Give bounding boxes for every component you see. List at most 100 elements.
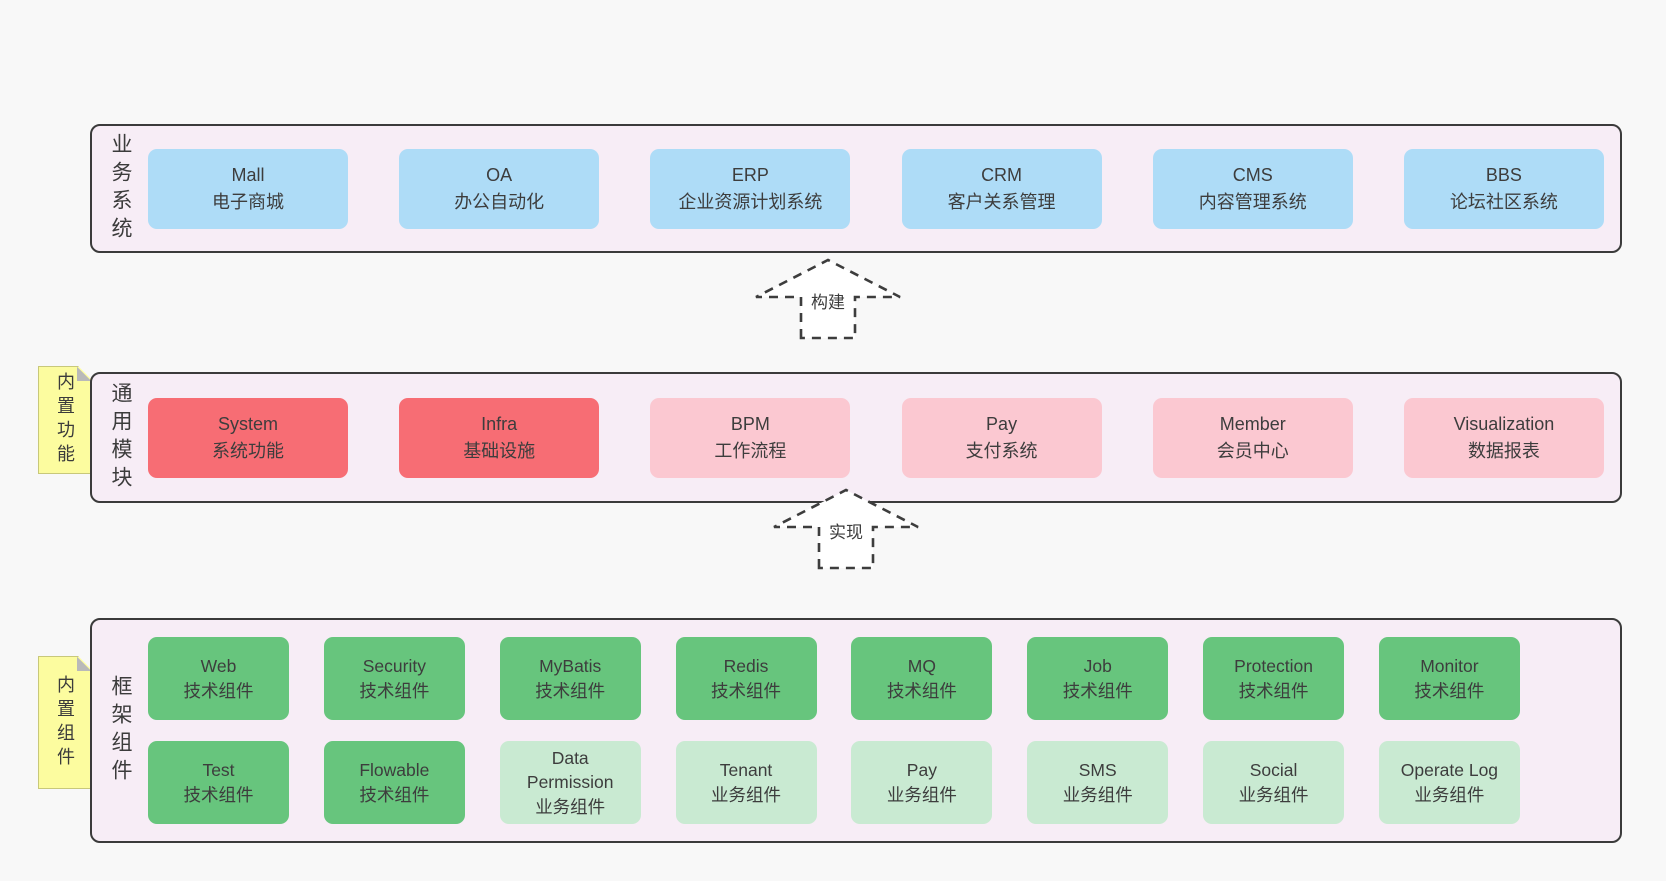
module-name: MQ	[907, 656, 936, 677]
module-name: SMS	[1078, 760, 1117, 781]
folded-corner-icon	[77, 367, 91, 381]
module-row: Mall 电子商城 OA 办公自动化 ERP 企业资源计划系统 CRM 客户关系…	[148, 148, 1604, 229]
module-name: Visualization	[1453, 413, 1555, 434]
module-subtitle: 技术组件	[183, 784, 254, 805]
module-subtitle: 电子商城	[212, 191, 284, 212]
band-rows: System 系统功能 Infra 基础设施 BPM 工作流程 Pay 支付系统…	[148, 374, 1604, 501]
module-subtitle: 技术组件	[886, 680, 957, 701]
module-name: Redis	[723, 656, 769, 677]
box-member: Member 会员中心	[1152, 397, 1353, 478]
box-job: Job 技术组件	[1027, 637, 1169, 720]
module-subtitle: 技术组件	[535, 680, 606, 701]
folded-corner-icon	[77, 657, 91, 671]
module-name: BPM	[730, 413, 770, 434]
module-subtitle: 技术组件	[711, 680, 782, 701]
sticky-note-text: 内置功能	[55, 372, 75, 468]
band-rows: Mall 电子商城 OA 办公自动化 ERP 企业资源计划系统 CRM 客户关系…	[148, 126, 1604, 251]
module-name: BBS	[1485, 164, 1522, 185]
box-mybatis: MyBatis 技术组件	[499, 637, 641, 720]
module-name: Member	[1219, 413, 1286, 434]
box-test: Test 技术组件	[148, 741, 289, 824]
band-label-framework-components: 框架组件	[109, 674, 132, 787]
module-row: System 系统功能 Infra 基础设施 BPM 工作流程 Pay 支付系统…	[148, 397, 1604, 478]
module-name: CRM	[981, 164, 1023, 185]
module-name: Pay	[906, 760, 937, 781]
module-subtitle: 技术组件	[1238, 680, 1309, 701]
box-crm: CRM 客户关系管理	[901, 148, 1102, 229]
box-monitor: Monitor 技术组件	[1378, 637, 1520, 720]
module-subtitle: 支付系统	[965, 440, 1038, 461]
module-name: Job	[1083, 656, 1112, 677]
module-subtitle: 技术组件	[1414, 680, 1485, 701]
arrow-implement-label: 实现	[826, 518, 866, 543]
module-subtitle: 业务组件	[535, 796, 606, 817]
band-label-business-systems: 业务系统	[109, 132, 132, 245]
band-rows: Web 技术组件 Security 技术组件 MyBatis 技术组件 Redi…	[148, 620, 1604, 841]
module-name: Tenant	[719, 760, 773, 781]
module-subtitle: 业务组件	[1062, 784, 1133, 805]
box-tenant: Tenant 业务组件	[675, 741, 817, 824]
module-subtitle: 业务组件	[711, 784, 782, 805]
module-subtitle: 业务组件	[1414, 784, 1485, 805]
box-cms: CMS 内容管理系统	[1152, 148, 1353, 229]
band-business-systems: 业务系统 Mall 电子商城 OA 办公自动化 ERP 企业资源计划系统 CRM…	[90, 124, 1622, 253]
module-name: Test	[202, 760, 235, 781]
module-name: Protection	[1234, 656, 1313, 677]
box-social: Social 业务组件	[1203, 741, 1345, 824]
module-subtitle: 论坛社区系统	[1449, 191, 1558, 212]
box-mq: MQ 技术组件	[851, 637, 993, 720]
module-name: CMS	[1232, 164, 1273, 185]
module-subtitle: 会员中心	[1216, 440, 1289, 461]
box-sms: SMS 业务组件	[1027, 741, 1169, 824]
box-system: System 系统功能	[148, 397, 348, 478]
module-subtitle: 内容管理系统	[1198, 191, 1307, 212]
module-subtitle: 技术组件	[359, 680, 430, 701]
box-erp: ERP 企业资源计划系统	[650, 148, 851, 229]
box-web: Web 技术组件	[148, 637, 289, 720]
box-pay: Pay 业务组件	[851, 741, 993, 824]
module-name: Flowable	[359, 760, 430, 781]
module-name: System	[217, 413, 278, 434]
module-subtitle: 业务组件	[886, 784, 957, 805]
module-name: Security	[362, 656, 426, 677]
band-framework-components: 框架组件 Web 技术组件 Security 技术组件 MyBatis 技术组件…	[90, 618, 1622, 843]
module-subtitle: 办公自动化	[454, 191, 545, 212]
module-subtitle: 客户关系管理	[947, 191, 1056, 212]
band-label-common-modules: 通用模块	[109, 381, 132, 494]
module-subtitle: 技术组件	[359, 784, 430, 805]
module-subtitle: 企业资源计划系统	[678, 191, 823, 212]
module-name: Social	[1249, 760, 1298, 781]
arrow-implement: 实现	[771, 487, 921, 571]
box-bpm: BPM 工作流程	[650, 397, 851, 478]
box-oa: OA 办公自动化	[399, 148, 600, 229]
module-subtitle: 技术组件	[1062, 680, 1133, 701]
band-common-modules: 通用模块 System 系统功能 Infra 基础设施 BPM 工作流程 Pay…	[90, 372, 1622, 503]
sticky-note-builtin-features: 内置功能	[38, 366, 92, 474]
module-name: Operate Log	[1400, 760, 1499, 781]
box-mall: Mall 电子商城	[148, 148, 348, 229]
module-name: MyBatis	[539, 656, 602, 677]
module-row: Test 技术组件 Flowable 技术组件 Data Permission …	[148, 741, 1604, 824]
module-name: Monitor	[1420, 656, 1479, 677]
module-subtitle: 业务组件	[1238, 784, 1309, 805]
box-visualization: Visualization 数据报表	[1403, 397, 1604, 478]
module-name: Pay	[986, 413, 1018, 434]
module-subtitle: 工作流程	[714, 440, 787, 461]
box-bbs: BBS 论坛社区系统	[1403, 148, 1604, 229]
module-name: OA	[486, 164, 513, 185]
module-subtitle: 基础设施	[463, 440, 536, 461]
arrow-build-label: 构建	[808, 288, 848, 313]
box-pay: Pay 支付系统	[901, 397, 1102, 478]
box-data-permission: Data Permission 业务组件	[499, 741, 641, 824]
sticky-note-builtin-components: 内置组件	[38, 656, 92, 789]
module-name: Infra	[481, 413, 518, 434]
module-name: Data Permission	[526, 748, 614, 793]
box-protection: Protection 技术组件	[1203, 637, 1345, 720]
box-infra: Infra 基础设施	[399, 397, 600, 478]
box-security: Security 技术组件	[323, 637, 465, 720]
module-name: Web	[200, 656, 237, 677]
module-subtitle: 数据报表	[1467, 440, 1540, 461]
box-flowable: Flowable 技术组件	[323, 741, 465, 824]
arrow-build: 构建	[753, 257, 903, 341]
